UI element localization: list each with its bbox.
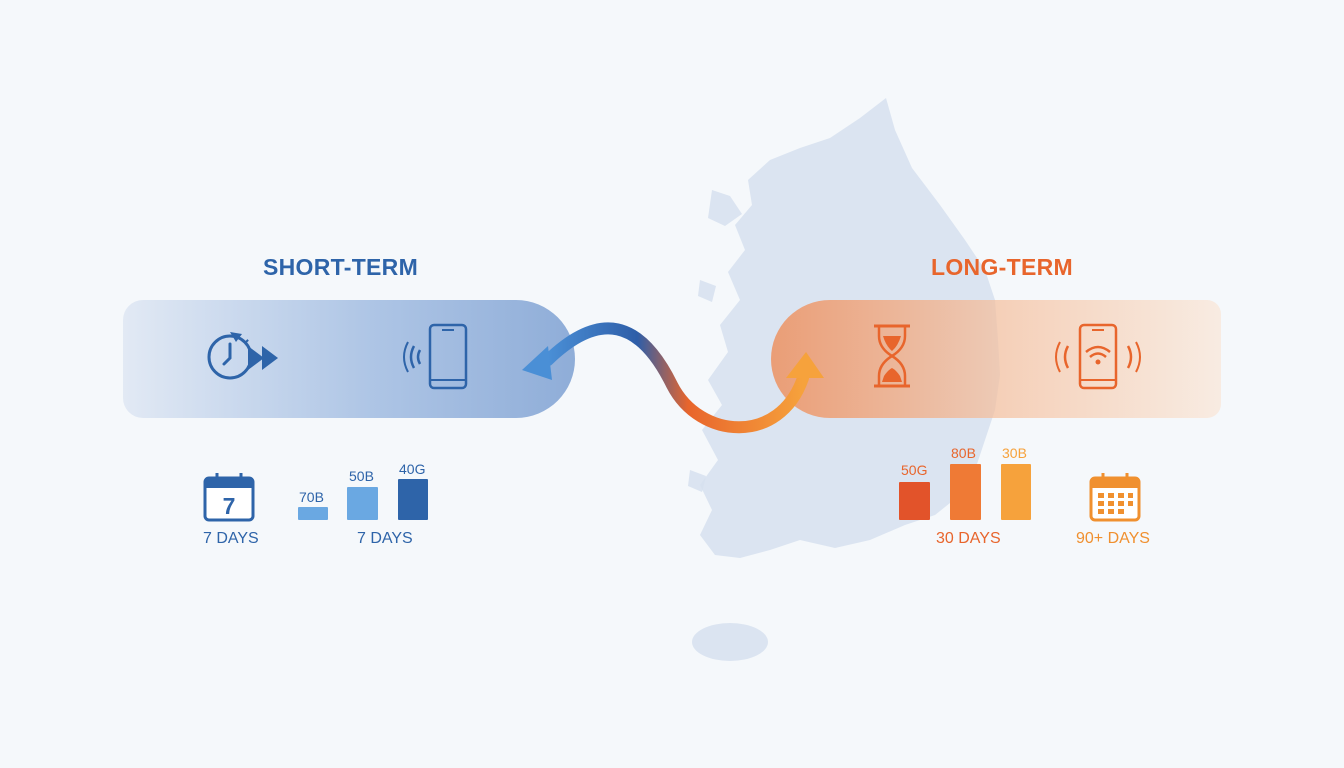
long-bar-1	[899, 482, 930, 520]
short-bar-label-2: 50B	[349, 468, 374, 484]
long-calendar-caption: 90+ DAYS	[1076, 530, 1150, 547]
calendar-number: 7	[223, 493, 236, 519]
arrow-head-right	[786, 352, 824, 378]
short-calendar-caption: 7 DAYS	[203, 530, 259, 547]
stopwatch-fast-forward-icon	[207, 332, 278, 380]
smartphone-wifi-icon	[1055, 323, 1141, 390]
smartphone-signal-icon	[403, 323, 468, 390]
calendar-icon: 7	[203, 473, 255, 522]
calendar-grid-icon	[1089, 473, 1141, 522]
long-bars-caption: 30 DAYS	[936, 530, 1001, 547]
long-bar-label-1: 50G	[901, 462, 928, 478]
long-bar-label-2: 80B	[951, 445, 976, 461]
long-bar-label-3: 30B	[1002, 445, 1027, 461]
long-term-title: LONG-TERM	[931, 254, 1073, 280]
long-term-panel	[771, 300, 1221, 418]
short-bar-2	[347, 487, 378, 520]
short-bar-label-1: 70B	[299, 489, 324, 505]
short-bar-3	[398, 479, 428, 520]
short-bar-1	[298, 507, 328, 520]
long-bar-2	[950, 464, 981, 520]
jeju-island-shape	[692, 623, 768, 661]
arrow-head-left	[522, 346, 552, 380]
hourglass-icon	[874, 324, 910, 388]
short-bar-label-3: 40G	[399, 461, 426, 477]
short-term-panel	[123, 300, 575, 418]
short-bars-caption: 7 DAYS	[357, 530, 413, 547]
long-bar-3	[1001, 464, 1031, 520]
short-term-title: SHORT-TERM	[263, 254, 419, 280]
